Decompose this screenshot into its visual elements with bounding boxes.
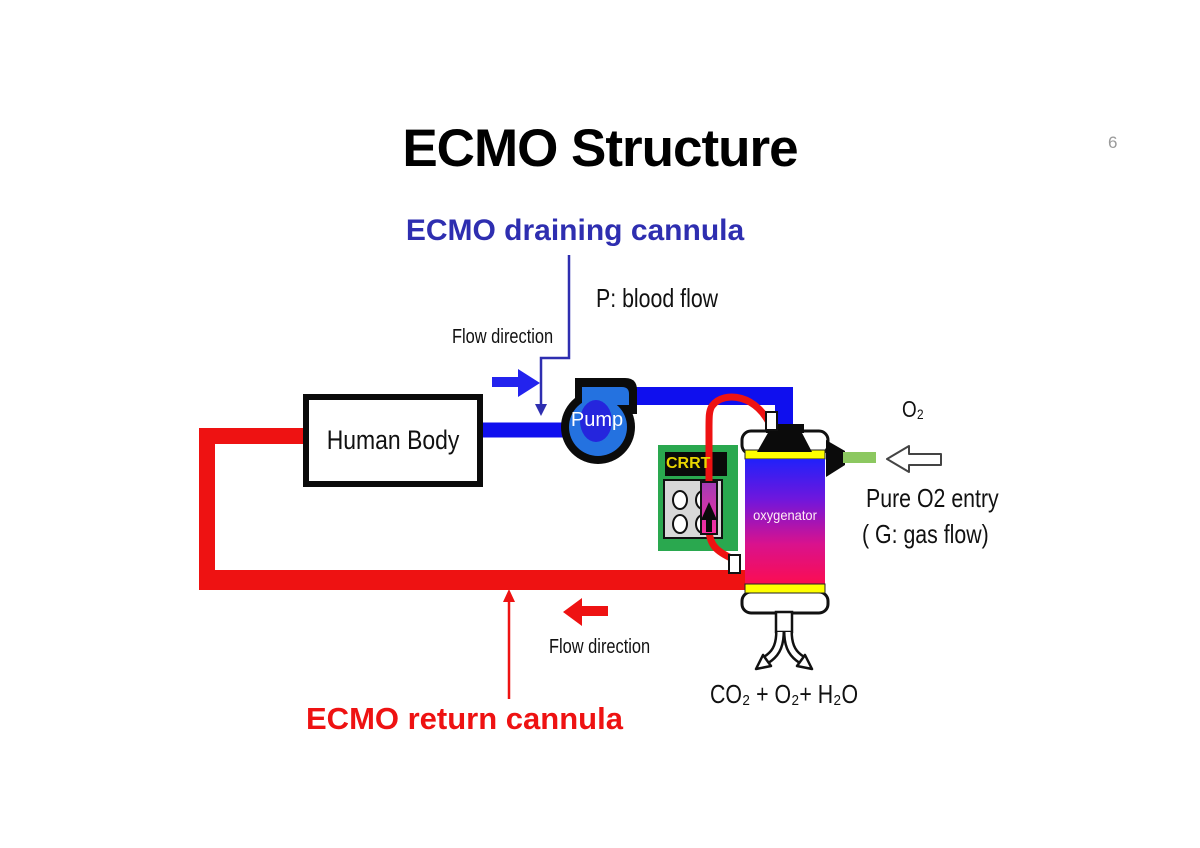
crrt-pump-cartridge bbox=[700, 481, 718, 535]
human-body-label: Human Body bbox=[326, 425, 460, 455]
flow-direction-arrow-top bbox=[492, 369, 540, 397]
crrt-label: CRRT bbox=[666, 455, 711, 472]
gas-inlet-cone bbox=[826, 440, 845, 477]
label-o2: O₂ bbox=[902, 396, 924, 422]
drain-tube-pump-to-oxygenator bbox=[630, 387, 793, 436]
oxygenator-shape bbox=[740, 411, 876, 634]
o2-flow-arrow bbox=[886, 445, 942, 473]
crrt-blood-line bbox=[705, 393, 776, 563]
exhaust-arrows bbox=[754, 631, 814, 671]
return-cannula-pointer bbox=[503, 589, 515, 699]
crrt-screen bbox=[665, 452, 727, 476]
oxygenator-exhaust-port bbox=[774, 610, 794, 634]
label-ecmo-return-cannula: ECMO return cannula bbox=[306, 701, 623, 736]
pump-shape bbox=[561, 378, 637, 464]
label-pure-o2-entry: Pure O2 entry bbox=[866, 483, 999, 513]
label-ecmo-draining-cannula: ECMO draining cannula bbox=[405, 214, 745, 247]
flow-direction-arrow-bottom bbox=[563, 598, 608, 626]
label-flow-direction-top: Flow direction bbox=[452, 326, 554, 348]
pump-label: Pump bbox=[570, 409, 624, 431]
slide-title: ECMO Structure bbox=[402, 119, 798, 178]
oxygenator-top-cap bbox=[757, 431, 812, 452]
label-flow-direction-bottom: Flow direction bbox=[549, 636, 651, 658]
draining-cannula-pointer bbox=[535, 255, 571, 416]
crrt-line-connector bbox=[728, 554, 741, 574]
o2-supply-line bbox=[843, 452, 876, 463]
oxygenator-label: oxygenator bbox=[753, 507, 817, 523]
label-blood-flow: P: blood flow bbox=[596, 283, 719, 313]
page-number: 6 bbox=[1108, 133, 1118, 152]
label-gas-flow: ( G: gas flow) bbox=[862, 519, 989, 549]
oxygenator-inlet-nub bbox=[765, 411, 778, 431]
human-body-box: Human Body bbox=[303, 394, 483, 487]
return-tube-left-segment bbox=[199, 428, 304, 580]
crrt-machine bbox=[658, 445, 738, 551]
label-exhaust-gases: CO₂ + O₂+ H₂O bbox=[710, 679, 859, 709]
